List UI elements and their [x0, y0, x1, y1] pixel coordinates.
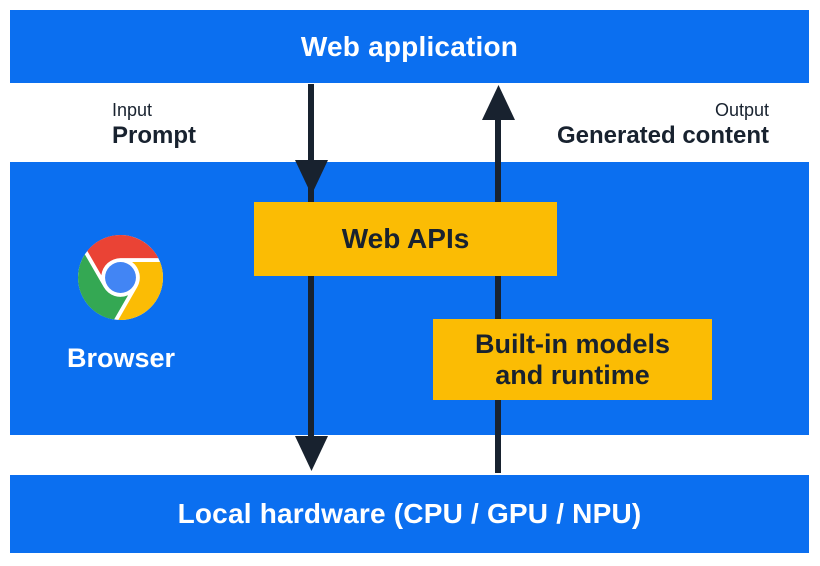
input-kind-label: Input — [112, 100, 153, 120]
output-flow-arrowhead-to-web-app — [482, 85, 515, 120]
input-flow-arrowhead-to-hardware — [295, 436, 328, 471]
output-value-label: Generated content — [556, 122, 769, 149]
web-apis-box: Web APIs — [254, 202, 557, 276]
chrome-icon-yellow-segment — [118, 262, 163, 320]
web-application-label: Web application — [300, 30, 519, 62]
chrome-icon-blue-center — [105, 262, 136, 293]
chrome-icon — [78, 235, 163, 320]
input-label-group: Input Prompt — [112, 99, 196, 150]
chrome-icon-green-segment — [78, 254, 129, 320]
builtin-models-label-line1: Built-in models — [475, 328, 670, 359]
web-apis-label: Web APIs — [341, 223, 470, 254]
output-label-group: Output Generated content — [557, 99, 769, 150]
builtin-models-label: Built-in models and runtime — [475, 329, 670, 391]
output-kind-label: Output — [714, 100, 769, 120]
output-flow-arrow-line — [495, 118, 501, 473]
browser-label: Browser — [66, 343, 176, 373]
builtin-models-label-line2: and runtime — [495, 359, 650, 390]
builtin-models-box: Built-in models and runtime — [433, 319, 712, 400]
local-hardware-band: Local hardware (CPU / GPU / NPU) — [10, 475, 809, 553]
chrome-icon-red-segment — [87, 235, 159, 276]
input-value-label: Prompt — [112, 122, 196, 149]
local-hardware-label: Local hardware (CPU / GPU / NPU) — [177, 498, 642, 529]
web-application-band: Web application — [10, 10, 809, 83]
